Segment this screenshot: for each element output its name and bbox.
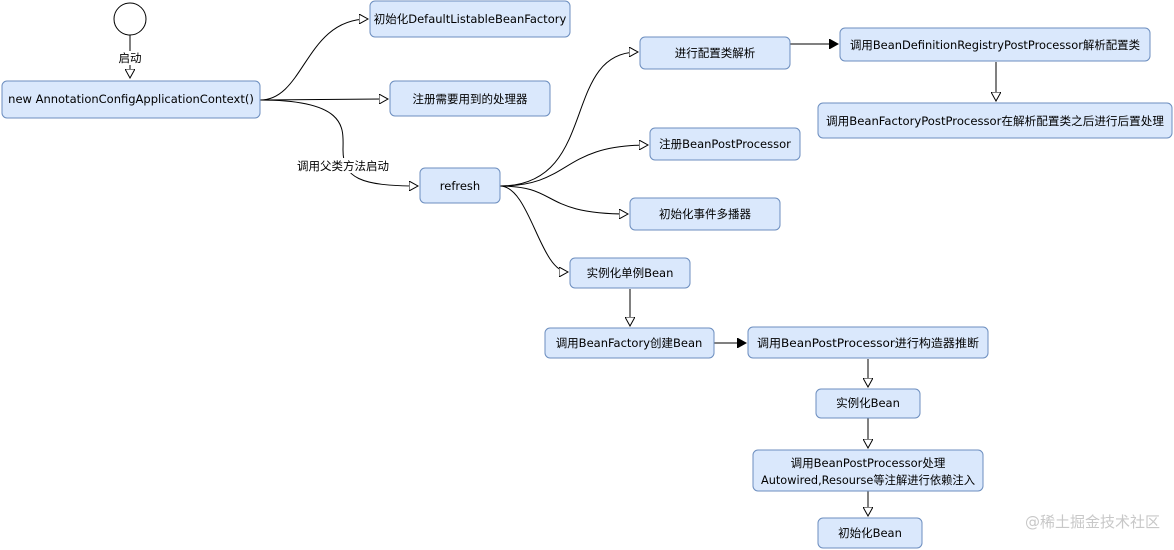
edge-context-to-init-factory [259,19,368,101]
node-instantiate-singletons: 实例化单例Bean [569,257,691,289]
edge-context-to-refresh [259,99,418,186]
start-label: 启动 [119,51,142,65]
node-infer-constructor: 调用BeanPostProcessor进行构造器推断 [747,326,989,359]
node-refresh: refresh [419,167,501,204]
node-parse-config: 进行配置类解析 [639,36,791,70]
node-label: 注册需要用到的处理器 [413,92,528,106]
call-parent-label: 调用父类方法启动 [297,159,389,173]
edge-refresh-to-register-bpp [499,145,648,187]
edges [130,19,996,516]
node-registry-pp: 调用BeanDefinitionRegistryPostProcessor解析配… [839,27,1151,62]
node-label: 调用BeanDefinitionRegistryPostProcessor解析配… [850,38,1140,52]
start-node [113,2,147,36]
node-init-multicaster: 初始化事件多播器 [629,197,781,231]
node-label: new AnnotationConfigApplicationContext() [8,92,254,106]
node-init-bean: 初始化Bean [817,517,923,549]
node-label: refresh [440,179,480,193]
edge-label-refresh: 调用父类方法启动 [291,158,395,173]
node-label: 进行配置类解析 [675,46,756,60]
node-label: 调用BeanFactory创建Bean [556,336,703,350]
node-label: 初始化Bean [838,526,902,540]
edge-refresh-to-parse-config [499,52,638,187]
node-register-processors: 注册需要用到的处理器 [389,80,551,117]
edge-label-start: 启动 [116,51,144,65]
node-label: 注册BeanPostProcessor [659,137,791,151]
node-label-line1: 调用BeanPostProcessor处理 [791,456,946,470]
watermark-text: @稀土掘金技术社区 [1025,513,1160,531]
node-init-factory: 初始化DefaultListableBeanFactory [369,0,571,38]
node-create-bean: 调用BeanFactory创建Bean [544,327,715,359]
node-label-line2: Autowired,Resourse等注解进行依赖注入 [761,473,975,487]
node-label: 实例化Bean [836,396,900,410]
node-register-bpp: 注册BeanPostProcessor [649,127,801,161]
node-label: 初始化事件多播器 [659,207,751,221]
node-autowire: 调用BeanPostProcessor处理 Autowired,Resourse… [752,449,984,492]
node-label: 调用BeanFactoryPostProcessor在解析配置类之后进行后置处理 [826,114,1164,128]
edge-context-to-register-processors [259,99,388,100]
node-factory-pp: 调用BeanFactoryPostProcessor在解析配置类之后进行后置处理 [817,102,1173,139]
edge-refresh-to-instantiate-singletons [499,185,568,272]
edge-refresh-to-init-multicaster [499,185,628,214]
node-label: 调用BeanPostProcessor进行构造器推断 [757,336,980,350]
node-label: 初始化DefaultListableBeanFactory [374,12,567,26]
node-label: 实例化单例Bean [587,266,674,280]
node-instantiate-bean: 实例化Bean [815,388,921,419]
node-new-context: new AnnotationConfigApplicationContext() [1,80,261,119]
